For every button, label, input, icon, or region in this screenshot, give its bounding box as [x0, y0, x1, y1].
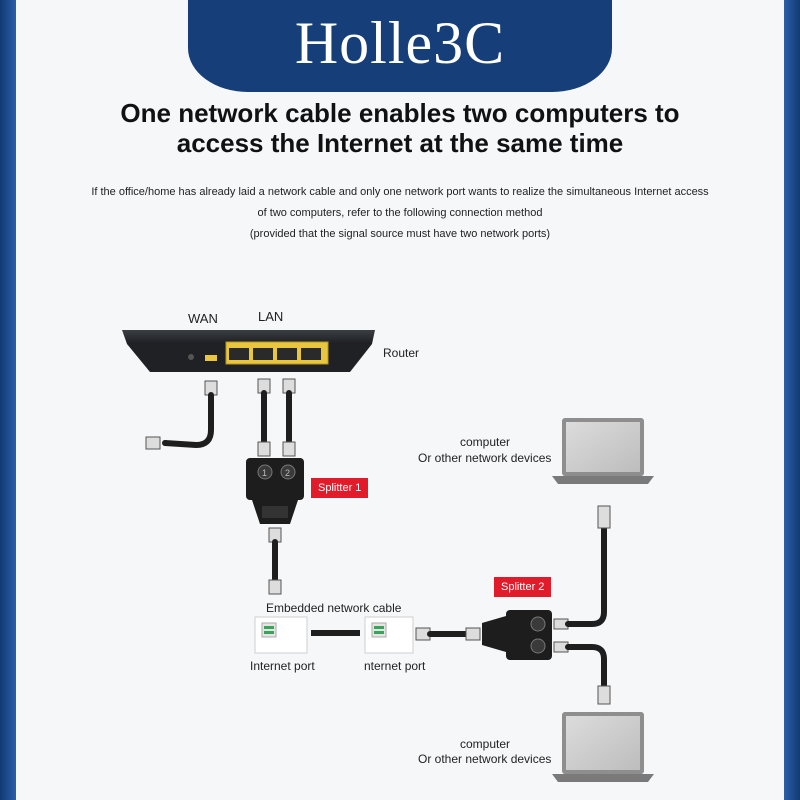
splitter-2-device [482, 610, 552, 660]
wall-port-right [364, 616, 414, 654]
power-jack [188, 354, 194, 360]
computer-top-sublabel: Or other network devices [418, 451, 552, 465]
splitter-2-tag: Splitter 2 [494, 577, 552, 597]
computer-bottom-sublabel: Or other network devices [418, 752, 552, 766]
splitter-1-tag: Splitter 1 [311, 478, 369, 498]
lan-label: LAN [258, 309, 284, 324]
splitter-1-output-cable [268, 527, 282, 595]
splitter-1-device: 1 2 [246, 458, 304, 524]
wan-port [205, 355, 217, 361]
description: If the office/home has already laid a ne… [40, 182, 760, 245]
brand-banner: Holle3C [188, 0, 612, 92]
laptop-top [552, 418, 654, 484]
embedded-cable-label: Embedded network cable [266, 601, 402, 615]
lan-cables [257, 378, 296, 457]
laptop-bottom [552, 712, 654, 782]
svg-text:1: 1 [262, 468, 267, 478]
headline-line-2: access the Internet at the same time [176, 128, 624, 158]
wall-port-left [254, 616, 308, 654]
lan-ports [225, 341, 329, 365]
svg-text:2: 2 [285, 468, 290, 478]
wan-label: WAN [188, 311, 218, 326]
brand-logo-text: Holle3C [294, 10, 506, 76]
wan-cable [145, 380, 218, 450]
description-line-1: If the office/home has already laid a ne… [91, 186, 709, 198]
splitter-2-output-cables [553, 505, 611, 705]
headline: One network cable enables two computers … [40, 98, 760, 158]
computer-top-label: computer [460, 435, 511, 449]
description-line-3: (provided that the signal source must ha… [249, 228, 551, 240]
content-panel [16, 0, 784, 800]
router-device [122, 330, 375, 372]
router-label: Router [383, 346, 420, 360]
computer-bottom-label: computer [460, 737, 511, 751]
internet-port-right-label: nternet port [364, 659, 426, 673]
splitter-2-input-cable [415, 627, 481, 641]
internet-port-left-label: Internet port [250, 659, 315, 673]
description-line-2: of two computers, refer to the following… [257, 207, 543, 219]
headline-line-1: One network cable enables two computers … [120, 98, 680, 128]
